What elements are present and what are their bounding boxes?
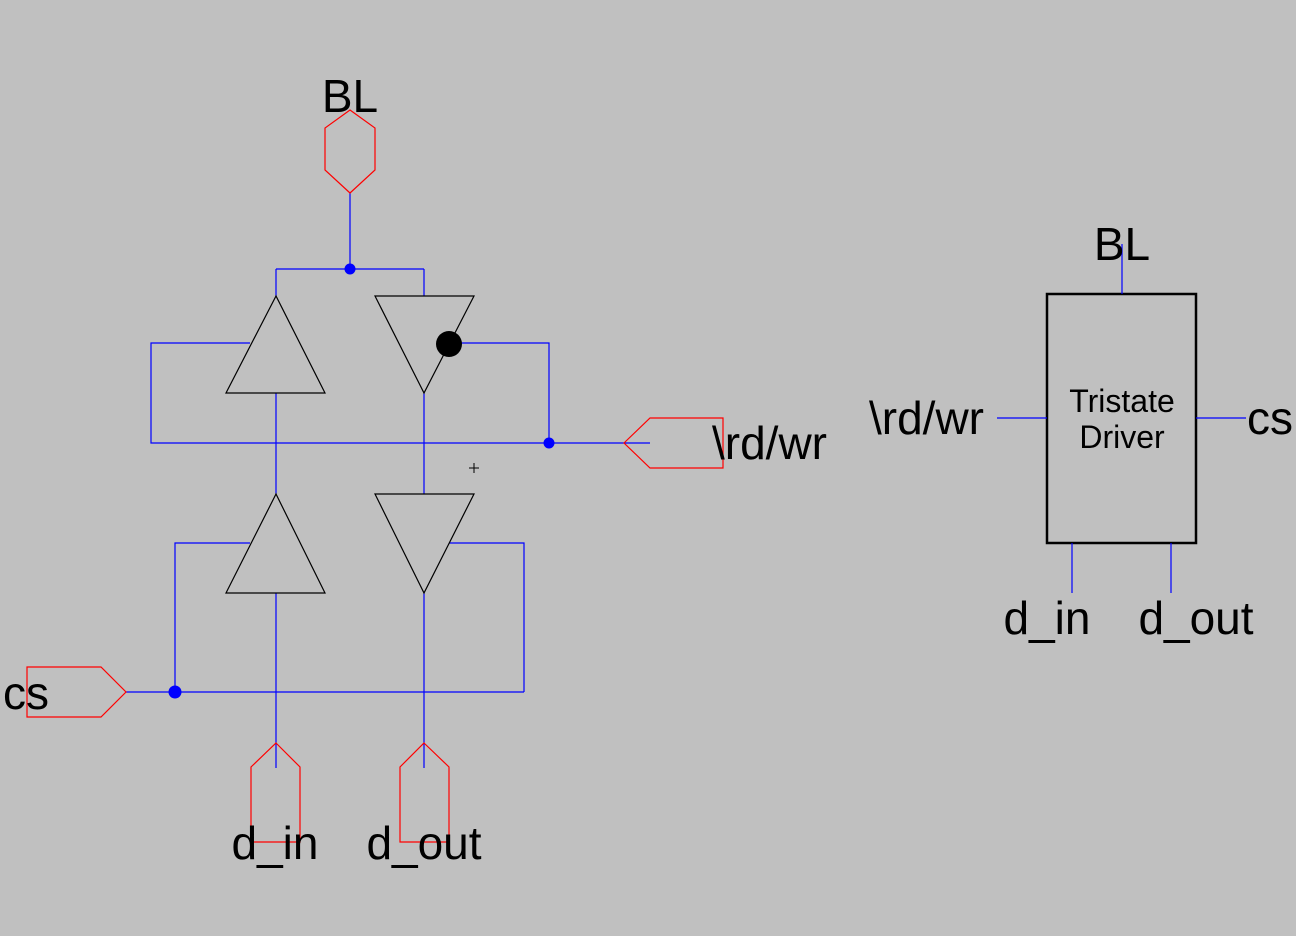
buffer-lower-left[interactable] xyxy=(225,492,326,594)
wire-cs-left xyxy=(174,542,250,692)
label-cs: cs xyxy=(3,667,49,719)
wires xyxy=(126,193,650,768)
label-d-out: d_out xyxy=(366,817,481,869)
symbol-label-cs: cs xyxy=(1247,392,1293,444)
junction-rdwr xyxy=(543,437,555,449)
junction-bl xyxy=(344,263,356,275)
gates xyxy=(225,294,475,595)
origin-cross-icon xyxy=(469,463,479,473)
junction-cs xyxy=(168,685,182,699)
label-d-in: d_in xyxy=(232,817,319,869)
inversion-bubble xyxy=(436,331,462,357)
label-rdwr: \rd/wr xyxy=(712,417,827,469)
wire-right-loop xyxy=(461,342,550,443)
wire-left-loop xyxy=(150,342,549,444)
pin-bl[interactable] xyxy=(324,109,376,194)
pin-cs[interactable] xyxy=(26,666,127,718)
label-bl: BL xyxy=(322,70,378,122)
tristate-driver-symbol[interactable]: Tristate Driver BL \rd/wr cs d_in d_out xyxy=(869,218,1293,644)
symbol-label-d-out: d_out xyxy=(1138,592,1253,644)
symbol-label-bl: BL xyxy=(1094,218,1150,270)
wire-cs-right xyxy=(449,542,525,692)
pin-d-in[interactable] xyxy=(250,742,301,843)
symbol-label-rdwr: \rd/wr xyxy=(869,392,984,444)
symbol-title-line2: Driver xyxy=(1079,419,1165,455)
buffer-upper-left[interactable] xyxy=(225,294,326,394)
symbol-label-d-in: d_in xyxy=(1004,592,1091,644)
symbol-title-line1: Tristate xyxy=(1069,383,1175,419)
pin-d-out[interactable] xyxy=(399,742,450,843)
buffer-lower-right[interactable] xyxy=(374,493,475,595)
pin-rdwr[interactable] xyxy=(623,417,724,469)
